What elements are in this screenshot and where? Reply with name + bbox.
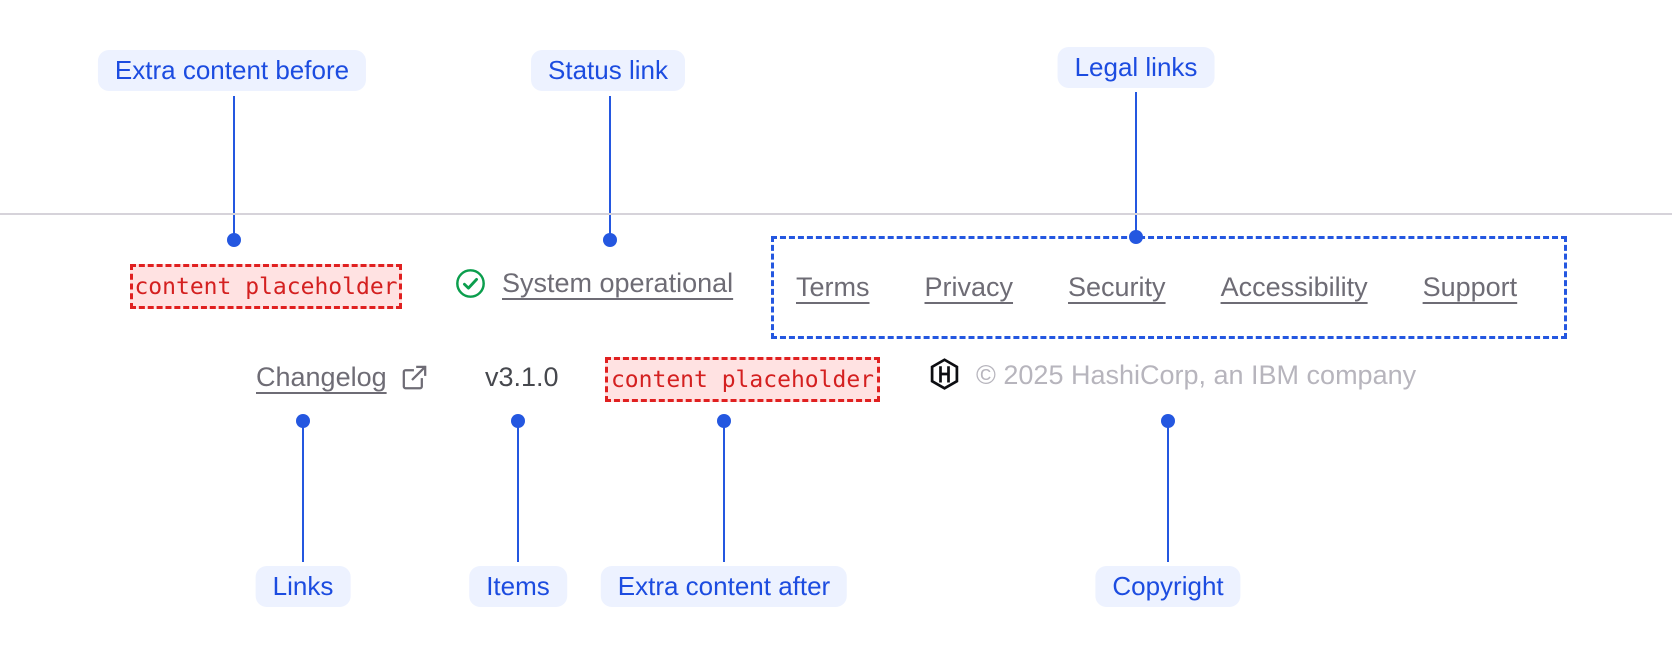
external-link-icon <box>401 364 428 391</box>
changelog-link[interactable]: Changelog <box>256 362 428 393</box>
connector-dot-status-link <box>603 233 617 247</box>
connector-line-items <box>516 421 520 562</box>
legal-link-privacy[interactable]: Privacy <box>924 272 1014 302</box>
placeholder-text: content placeholder <box>134 273 398 300</box>
annotation-links: Links <box>255 566 351 607</box>
legal-link-security[interactable]: Security <box>1068 272 1166 302</box>
annotation-items: Items <box>469 566 567 607</box>
extra-content-after-placeholder: content placeholder <box>605 357 880 402</box>
annotation-copyright: Copyright <box>1095 566 1241 607</box>
hashicorp-logo-icon <box>929 358 960 392</box>
changelog-link-label[interactable]: Changelog <box>256 362 387 392</box>
connector-line-links <box>301 421 305 562</box>
legal-link-accessibility[interactable]: Accessibility <box>1220 272 1368 302</box>
status-link-label[interactable]: System operational <box>502 268 734 298</box>
version-item: v3.1.0 <box>485 362 559 392</box>
annotation-status-link: Status link <box>531 50 685 91</box>
placeholder-text: content placeholder <box>610 366 875 393</box>
connector-line-extra-content-before <box>232 96 236 236</box>
check-circle-icon <box>455 268 486 299</box>
connector-line-copyright <box>1166 421 1170 562</box>
connector-line-status-link <box>608 96 612 236</box>
connector-dot-extra-content-before <box>227 233 241 247</box>
status-link[interactable]: System operational <box>455 268 733 299</box>
legal-link-support[interactable]: Support <box>1422 272 1518 302</box>
legal-link-terms[interactable]: Terms <box>796 272 870 302</box>
annotation-legal-links: Legal links <box>1057 47 1215 88</box>
annotation-extra-content-after: Extra content after <box>600 566 848 607</box>
legal-links-region: Terms Privacy Security Accessibility Sup… <box>771 236 1567 339</box>
annotation-extra-content-before: Extra content before <box>97 50 367 91</box>
footer-top-divider <box>0 213 1672 215</box>
connector-line-extra-content-after <box>722 421 726 562</box>
connector-line-legal-links <box>1134 92 1138 232</box>
extra-content-before-placeholder: content placeholder <box>130 264 402 309</box>
copyright-notice: © 2025 HashiCorp, an IBM company <box>929 358 1416 392</box>
copyright-text: © 2025 HashiCorp, an IBM company <box>976 359 1417 390</box>
